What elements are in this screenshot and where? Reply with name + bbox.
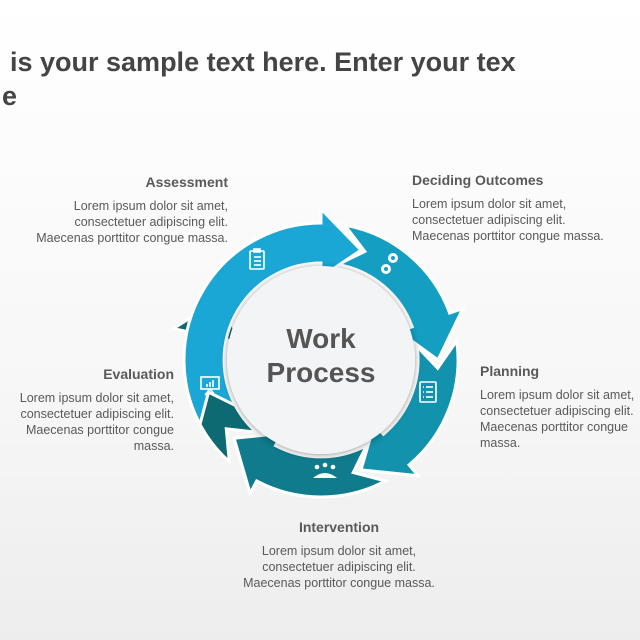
step-text: Maecenas porttitor congue massa. [412, 229, 604, 243]
step-heading: Planning [480, 363, 540, 379]
step-text: consectetuer adipiscing elit. [412, 213, 566, 227]
step-heading: Evaluation [103, 366, 174, 382]
step-text: Lorem ipsum dolor sit amet, [19, 391, 174, 405]
step-heading: Deciding Outcomes [412, 172, 544, 188]
center-title-line1: Work [286, 323, 356, 354]
checklist-icon [419, 381, 437, 403]
assessment-arrow [182, 205, 364, 429]
center-circle [227, 266, 415, 454]
step-text: Lorem ipsum dolor sit amet, [261, 544, 417, 558]
step-intervention: Intervention Lorem ipsum dolor sit amet,… [219, 519, 459, 591]
step-deciding-outcomes: Deciding Outcomes Lorem ipsum dolor sit … [412, 172, 638, 244]
meeting-icon [313, 462, 337, 478]
step-assessment: Assessment Lorem ipsum dolor sit amet, c… [0, 174, 228, 246]
clipboard-icon [249, 248, 265, 270]
step-text: consectetuer adipiscing elit. [480, 404, 634, 418]
step-text: consectetuer adipiscing elit. [20, 407, 174, 421]
step-heading: Assessment [145, 174, 229, 190]
step-heading: Intervention [298, 519, 380, 535]
step-text: Maecenas porttitor congue massa. [25, 423, 174, 453]
slide-title-line2: e [2, 81, 18, 111]
step-text: Maecenas porttitor congue massa. [243, 576, 435, 590]
step-evaluation: Evaluation Lorem ipsum dolor sit amet, c… [0, 366, 174, 454]
presentation-chart-icon [200, 376, 220, 396]
step-text: consectetuer adipiscing elit. [262, 560, 416, 574]
step-text: Lorem ipsum dolor sit amet, [73, 199, 228, 213]
gears-icon [381, 253, 398, 274]
step-text: Lorem ipsum dolor sit amet, [412, 197, 567, 211]
center-title: Work Process [226, 322, 416, 390]
center-title-line2: Process [266, 357, 376, 388]
intervention-arrow [232, 431, 390, 499]
step-text: Maecenas porttitor congue massa. [480, 420, 629, 450]
step-text: Maecenas porttitor congue massa. [36, 231, 228, 245]
step-text: consectetuer adipiscing elit. [74, 215, 228, 229]
deciding-arrow [332, 222, 466, 363]
slide-title-line1: is your sample text here. Enter your tex [10, 47, 516, 77]
step-text: Lorem ipsum dolor sit amet, [480, 388, 635, 402]
planning-arrow [359, 336, 460, 478]
step-planning: Planning Lorem ipsum dolor sit amet, con… [480, 363, 638, 451]
